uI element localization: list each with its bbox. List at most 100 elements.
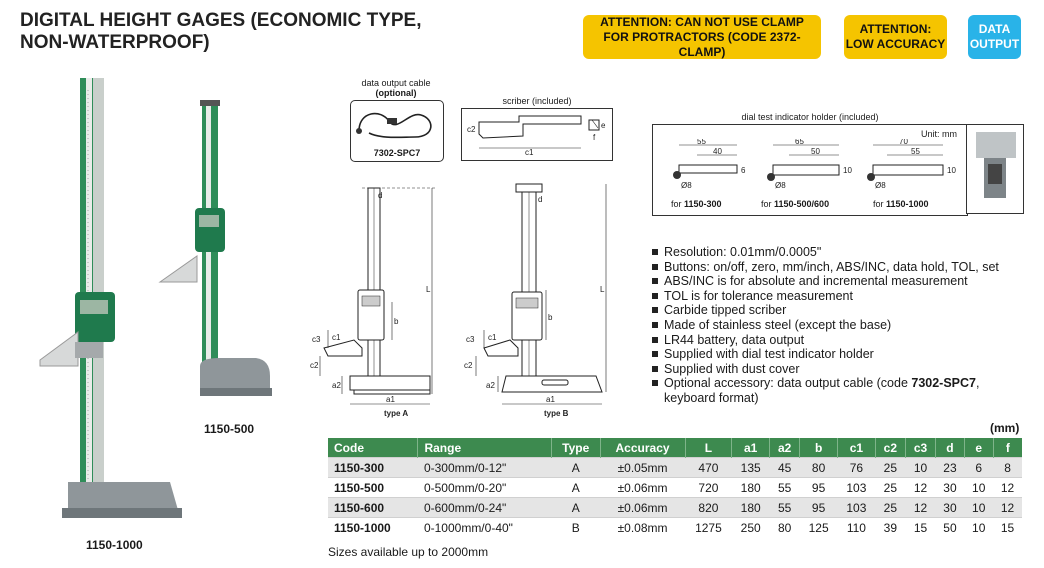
- table-unit: (mm): [990, 421, 1020, 435]
- holder-photo: [966, 124, 1024, 214]
- col-header-type: Type: [551, 438, 601, 458]
- holder-1000-for: for 1150-1000: [873, 199, 929, 209]
- type-b-c1-label: c1: [488, 333, 497, 342]
- holder-500-for: for 1150-500/600: [761, 199, 830, 209]
- holder-1150-1000-diagram: 70 55 10 Ø8: [867, 139, 956, 190]
- feature-item-optional-accessory: Optional accessory: data output cable (c…: [652, 376, 999, 405]
- col-header-c3: c3: [905, 438, 937, 458]
- page-title: DIGITAL HEIGHT GAGES (ECONOMIC TYPE, NON…: [20, 10, 422, 54]
- holder-1000-top-dim: 70: [899, 139, 908, 146]
- col-header-c1: c1: [837, 438, 876, 458]
- height-gage-1000-image: [39, 78, 182, 518]
- feature-list: Resolution: 0.01mm/0.0005" Buttons: on/o…: [652, 245, 999, 406]
- holder-box: Unit: mm 55 40 6 Ø8 for 1150-300 65 50 1…: [652, 124, 968, 216]
- scriber-c1-label: c1: [525, 148, 534, 157]
- col-header-b: b: [799, 438, 838, 458]
- scriber-f-label: f: [593, 133, 596, 142]
- feature-item: Supplied with dial test indicator holder: [652, 347, 999, 362]
- type-b-L-label: L: [600, 285, 605, 294]
- holder-1000-side-dim: 10: [947, 166, 956, 175]
- type-a-label: type A: [384, 409, 408, 418]
- clamp-warning-line-2: FOR PROTRACTORS (CODE 2372-CLAMP): [603, 29, 801, 59]
- height-gage-500-image: [158, 100, 272, 396]
- holder-500-inner-dim: 50: [811, 147, 820, 156]
- type-a-a1-label: a1: [386, 395, 395, 404]
- data-output-badge: DATA OUTPUT: [968, 15, 1021, 59]
- clamp-warning-line-1: ATTENTION: CAN NOT USE CLAMP: [600, 14, 804, 29]
- title-line-2: NON-WATERPROOF): [20, 32, 210, 53]
- holder-unit: Unit: mm: [921, 129, 957, 139]
- table-row: 1150-300 0-300mm/0-12" A ±0.05mm 470 135…: [328, 457, 1022, 478]
- holder-300-dia: Ø8: [681, 181, 692, 190]
- holder-300-top-dim: 55: [697, 139, 706, 146]
- product-illustrations: [39, 78, 272, 518]
- low-accuracy-line-1: ATTENTION:: [859, 22, 932, 36]
- holder-300-for: for 1150-300: [671, 199, 722, 209]
- type-a-c2-label: c2: [310, 361, 319, 370]
- feature-item: ABS/INC is for absolute and incremental …: [652, 274, 999, 289]
- feature-item: Made of stainless steel (except the base…: [652, 318, 999, 333]
- col-header-code: Code: [328, 438, 419, 458]
- type-b-a2-label: a2: [486, 381, 495, 390]
- type-b-c2-label: c2: [464, 361, 473, 370]
- feature-item: Resolution: 0.01mm/0.0005": [652, 245, 999, 260]
- scriber-caption: scriber (included): [502, 96, 572, 106]
- type-b-drawing: d b c3 c1 c2 a2 a1 L type B: [464, 183, 607, 418]
- cable-optional: (optional): [375, 88, 417, 98]
- table-header-row: Code Range Type Accuracy L a1 a2 b c1 c2…: [328, 438, 1022, 458]
- col-header-a1: a1: [731, 438, 771, 458]
- holder-500-dia: Ø8: [775, 181, 786, 190]
- holder-500-side-dim: 10: [843, 166, 852, 175]
- type-a-L-label: L: [426, 285, 431, 294]
- col-header-f: f: [993, 438, 1022, 458]
- scriber-c2-label: c2: [467, 125, 476, 134]
- col-header-L: L: [685, 438, 733, 458]
- scriber-diagram: c1 c2 e f: [461, 108, 613, 161]
- title-line-1: DIGITAL HEIGHT GAGES (ECONOMIC TYPE,: [20, 10, 422, 31]
- type-a-c1-label: c1: [332, 333, 341, 342]
- type-a-d-label: d: [378, 191, 382, 200]
- type-a-drawing: d b c3 c1 c2 a2 a1 L type A: [310, 187, 436, 418]
- table-row: 1150-600 0-600mm/0-24" A ±0.06mm 820 180…: [328, 497, 1022, 518]
- data-output-line-2: OUTPUT: [969, 37, 1020, 51]
- col-header-c2: c2: [875, 438, 906, 458]
- cable-code: 7302-SPC7: [373, 148, 421, 158]
- cable-box: 7302-SPC7: [350, 100, 444, 162]
- cable-label: data output cable: [361, 78, 431, 88]
- col-header-a2: a2: [769, 438, 801, 458]
- feature-item: LR44 battery, data output: [652, 333, 999, 348]
- feature-item: Supplied with dust cover: [652, 362, 999, 377]
- scriber-e-label: e: [601, 121, 606, 130]
- holder-1150-500-600-diagram: 65 50 10 Ø8: [767, 139, 852, 190]
- holder-1000-dia: Ø8: [875, 181, 886, 190]
- col-header-accuracy: Accuracy: [600, 438, 686, 458]
- holder-1000-inner-dim: 55: [911, 147, 920, 156]
- col-header-e: e: [964, 438, 994, 458]
- feature-item: Buttons: on/off, zero, mm/inch, ABS/INC,…: [652, 260, 999, 275]
- table-row: 1150-500 0-500mm/0-20" A ±0.06mm 720 180…: [328, 477, 1022, 498]
- type-b-b-label: b: [548, 313, 553, 322]
- holder-300-side-dim: 6: [741, 166, 746, 175]
- holder-1150-300-diagram: 55 40 6 Ø8: [673, 139, 746, 190]
- col-header-range: Range: [417, 438, 552, 458]
- holder-500-top-dim: 65: [795, 139, 804, 146]
- table-row: 1150-1000 0-1000mm/0-40" B ±0.08mm 1275 …: [328, 517, 1022, 537]
- low-accuracy-line-2: LOW ACCURACY: [845, 37, 946, 51]
- holder-caption: dial test indicator holder (included): [741, 112, 879, 122]
- product-label-1150-500: 1150-500: [204, 422, 255, 436]
- feature-item: Carbide tipped scriber: [652, 303, 999, 318]
- clamp-warning-badge: ATTENTION: CAN NOT USE CLAMP FOR PROTRAC…: [583, 15, 821, 59]
- type-a-b-label: b: [394, 317, 399, 326]
- cable-icon: [356, 112, 432, 139]
- col-header-d: d: [935, 438, 965, 458]
- feature-item: TOL is for tolerance measurement: [652, 289, 999, 304]
- data-output-line-1: DATA: [978, 22, 1011, 36]
- type-b-a1-label: a1: [546, 395, 555, 404]
- type-b-d-label: d: [538, 195, 542, 204]
- type-a-c3-label: c3: [312, 335, 321, 344]
- holder-300-inner-dim: 40: [713, 147, 722, 156]
- type-drawings: d b c3 c1 c2 a2 a1 L type A d b c3 c1 c2…: [310, 183, 607, 418]
- type-b-label: type B: [544, 409, 569, 418]
- product-label-1150-1000: 1150-1000: [86, 538, 143, 552]
- low-accuracy-badge: ATTENTION: LOW ACCURACY: [844, 15, 947, 59]
